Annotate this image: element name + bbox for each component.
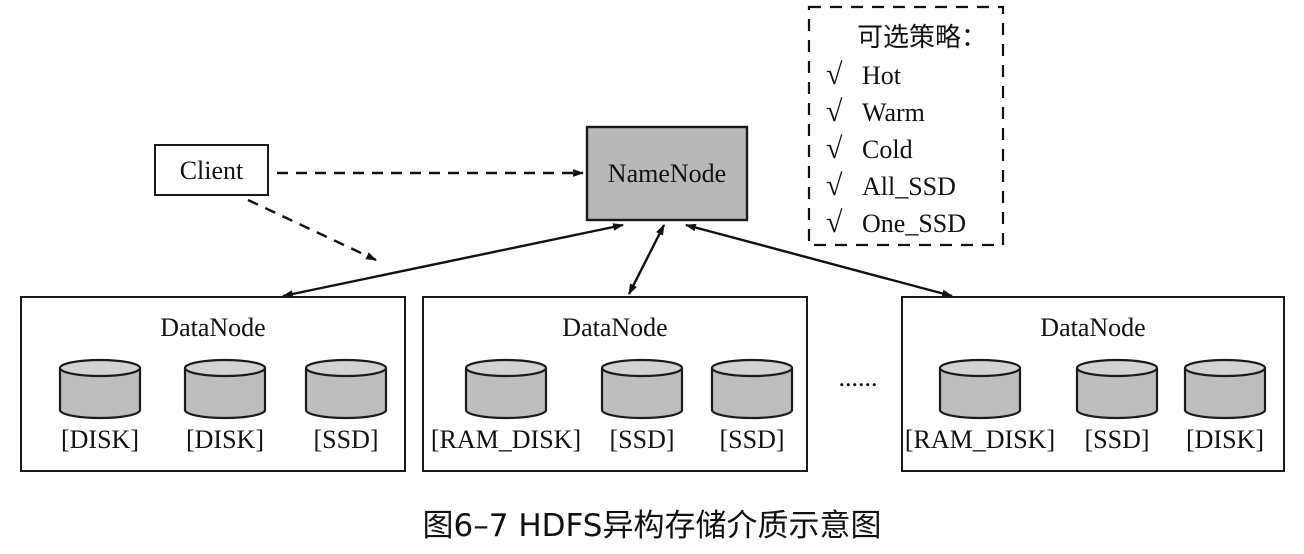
namenode: NameNode [585, 125, 749, 222]
disk-cylinder-icon [464, 358, 548, 420]
storage-disk: [DISK] [183, 358, 267, 454]
disk-cylinder-icon [1075, 358, 1159, 420]
storage-disk: [DISK] [58, 358, 142, 454]
namenode-datanode3-link [684, 223, 954, 298]
storage-disk: [SSD] [304, 358, 388, 454]
client-node: Client [154, 144, 269, 196]
namenode-datanode1-link [281, 223, 625, 298]
client-to-datanode-arrow [247, 198, 377, 262]
storage-policy-box: 可选策略： √ Hot √ Warm √ Cold √ All_SSD √ One_SSD [807, 5, 1005, 247]
disk-type-label: [DISK] [186, 425, 264, 454]
disk-type-label: [SSD] [719, 425, 784, 454]
check-mark-icon: √ [826, 58, 843, 91]
policy-item-label: One_SSD [862, 209, 966, 238]
client-label: Client [180, 156, 244, 185]
disk-cylinder-icon [938, 358, 1022, 420]
disk-cylinder-icon [600, 358, 684, 420]
datanode-label: DataNode [160, 313, 265, 342]
policy-item: √ Cold [826, 132, 913, 165]
policy-item-label: Cold [862, 135, 913, 164]
storage-disk: [SSD] [710, 358, 794, 454]
check-mark-icon: √ [826, 95, 843, 128]
datanode-2: DataNode [RAM_DISK] [SSD] [SSD] [422, 296, 808, 472]
policy-item-label: All_SSD [862, 172, 956, 201]
storage-disk: [SSD] [1075, 358, 1159, 454]
disk-cylinder-icon [710, 358, 794, 420]
disk-type-label: [RAM_DISK] [905, 425, 1055, 454]
disk-cylinder-icon [304, 358, 388, 420]
datanode-3: DataNode [RAM_DISK] [SSD] [DISK] [901, 296, 1285, 472]
storage-disk: [DISK] [1183, 358, 1267, 454]
storage-disk: [RAM_DISK] [905, 358, 1055, 454]
storage-disk: [SSD] [600, 358, 684, 454]
datanode-label: DataNode [1040, 313, 1145, 342]
disk-cylinder-icon [1183, 358, 1267, 420]
disk-type-label: [DISK] [61, 425, 139, 454]
policy-title: 可选策略： [857, 23, 987, 52]
disk-type-label: [SSD] [313, 425, 378, 454]
policy-item: √ Hot [826, 58, 902, 91]
disk-cylinder-icon [58, 358, 142, 420]
disk-type-label: [DISK] [1186, 425, 1264, 454]
policy-item-label: Hot [862, 61, 902, 90]
check-mark-icon: √ [826, 169, 843, 202]
policy-item: √ One_SSD [826, 206, 966, 239]
storage-disk: [RAM_DISK] [431, 358, 581, 454]
datanode-1: DataNode [DISK] [DISK] [SSD] [20, 296, 406, 472]
datanode-label: DataNode [562, 313, 667, 342]
datanode-group: DataNode [DISK] [DISK] [SSD] DataNode [RAM_DI… [20, 296, 1285, 472]
namenode-label: NameNode [608, 159, 726, 188]
policy-list: √ Hot √ Warm √ Cold √ All_SSD √ One_SSD [826, 58, 966, 239]
disk-type-label: [SSD] [609, 425, 674, 454]
policy-item-label: Warm [862, 98, 925, 127]
namenode-datanode2-link [627, 224, 666, 295]
check-mark-icon: √ [826, 132, 843, 165]
policy-item: √ Warm [826, 95, 925, 128]
more-datanodes-ellipsis: ...... [839, 363, 878, 392]
disk-cylinder-icon [183, 358, 267, 420]
check-mark-icon: √ [826, 206, 843, 239]
policy-item: √ All_SSD [826, 169, 956, 202]
figure-caption: 图6–7 HDFS异构存储介质示意图 [423, 508, 882, 544]
disk-type-label: [SSD] [1084, 425, 1149, 454]
disk-type-label: [RAM_DISK] [431, 425, 581, 454]
